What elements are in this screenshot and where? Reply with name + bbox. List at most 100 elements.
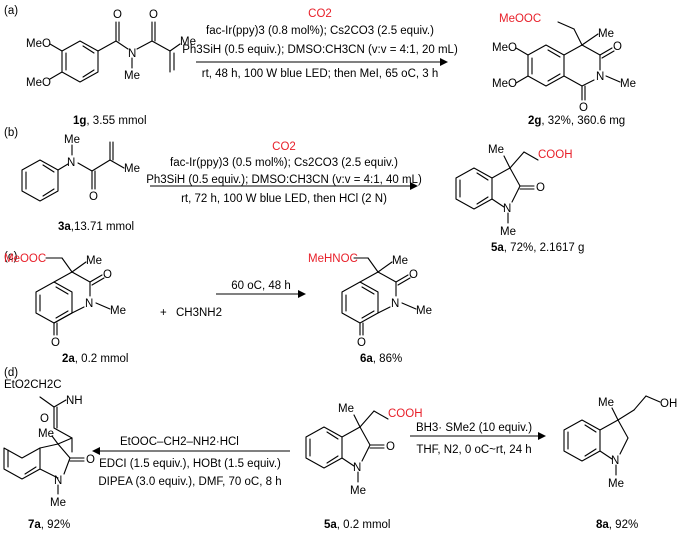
atom-me: Me [338, 403, 354, 415]
panel-c: (c) MeOOC Me O O N Me 2a, 0.2 [4, 251, 432, 365]
atom-o: O [536, 182, 545, 194]
atom-me-n: Me [500, 226, 516, 238]
panel-b: (b) Me N O Me 3a,13.71 mmol CO2 fac-Ir(p… [4, 127, 584, 254]
atom-me-n: Me [64, 134, 80, 146]
atom-oh: OH [660, 398, 677, 410]
atom-me: Me [180, 36, 196, 48]
panel-b-arrowhead [410, 182, 418, 190]
atom-o-2: O [579, 102, 588, 114]
atom-meo-1: MeO [492, 42, 517, 54]
panel-b-co2: CO2 [272, 141, 296, 153]
atom-meo-2: MeO [26, 77, 51, 89]
panel-b-product-caption: 5a, 72%, 2.1617 g [491, 242, 584, 254]
panel-c-product-structure: MeHNOC Me O O N Me [308, 253, 432, 349]
atom-meo-2: MeO [492, 78, 517, 90]
atom-me: Me [598, 28, 614, 40]
panel-b-product-yield: , 72%, 2.1617 g [504, 242, 585, 254]
panel-a-product-yield: , 32%, 360.6 mg [541, 115, 625, 127]
panel-a-reactant-amount: , 3.55 mmol [86, 115, 146, 127]
atom-me-n: Me [124, 70, 140, 82]
atom-me: Me [488, 144, 504, 156]
compound-id-8a: 8a [596, 519, 609, 531]
panel-a-product-caption: 2g, 32%, 360.6 mg [528, 115, 625, 127]
atom-me: Me [38, 428, 54, 440]
panel-a-label: (a) [4, 5, 18, 17]
panel-c-reactant-caption: 2a, 0.2 mmol [62, 353, 128, 365]
atom-me-n: Me [416, 305, 432, 317]
panel-d-left-caption: 7a, 92% [28, 519, 70, 531]
atom-me-n: Me [350, 485, 366, 497]
atom-o: O [89, 191, 98, 203]
atom-cooh: COOH [538, 149, 573, 161]
atom-me: Me [392, 255, 408, 267]
atom-o-2: O [149, 9, 158, 21]
panel-d-right-arrowhead [538, 432, 546, 440]
compound-id-6a: 6a [360, 353, 373, 365]
compound-id-2g: 2g [528, 115, 541, 127]
compound-id-5a: 5a [491, 242, 504, 254]
atom-n: N [503, 203, 511, 215]
panel-a-condition-3: rt, 48 h, 100 W blue LED; then MeI, 65 o… [202, 68, 439, 80]
panel-d-left-condition-2: DIPEA (3.0 equiv.), DMF, 70 oC, 8 h [98, 476, 281, 488]
panel-a-product-structure: MeOOC Me MeO MeO O O N Me [492, 13, 636, 114]
atom-meo-1: MeO [26, 38, 51, 50]
panel-c-product-caption: 6a, 86% [360, 353, 402, 365]
atom-me-n: Me [110, 305, 126, 317]
panel-d-label: (d) [4, 367, 18, 379]
panel-a-condition-1: fac-Ir(ppy)3 (0.8 mol%); Cs2CO3 (2.5 equ… [206, 25, 434, 37]
atom-me-n: Me [50, 497, 66, 509]
compound-id-7a: 7a [28, 519, 41, 531]
panel-d-left-arrowhead [92, 447, 100, 455]
compound-id-3a: 3a [58, 221, 71, 233]
panel-c-condition-1: 60 oC, 48 h [231, 280, 290, 292]
panel-c-arrowhead [298, 290, 306, 298]
panel-d-center-structure: Me COOH O N Me [305, 403, 423, 497]
atom-n: N [54, 475, 62, 487]
atom-o-1: O [113, 9, 122, 21]
atom-o: O [86, 454, 95, 466]
atom-o-2: O [51, 337, 60, 349]
compound-id-1g: 1g [73, 115, 86, 127]
panel-a-co2: CO2 [308, 8, 332, 20]
panel-c-reagent: CH3NH2 [176, 307, 222, 319]
atom-me: Me [598, 397, 614, 409]
panel-d-right-caption: 8a, 92% [596, 519, 638, 531]
atom-n: N [353, 462, 361, 474]
panel-b-condition-2: Ph3SiH (0.5 equiv.); DMSO:CH3CN (v:v = 4… [146, 174, 422, 186]
atom-o: O [386, 441, 395, 453]
atom-o-amide: O [40, 413, 49, 425]
panel-a-reactant-structure: MeO MeO O O N Me Me [26, 9, 196, 89]
atom-cooh: COOH [388, 408, 423, 420]
panel-d-left-reagent: EtOOC–CH2–NH2·HCl [120, 436, 239, 448]
compound-id-5a: 5a [324, 519, 337, 531]
compound-id-2a: 2a [62, 353, 75, 365]
panel-d: (d) EtO2CH2C NH O Me O N [3, 367, 677, 531]
panel-b-reactant-amount: ,13.71 mmol [71, 221, 134, 233]
atom-o-1: O [613, 41, 622, 53]
panel-d-center-caption: 5a, 0.2 mmol [324, 519, 390, 531]
panel-b-reactant-structure: Me N O Me [21, 134, 140, 203]
atom-n: N [128, 48, 136, 60]
panel-c-reactant-structure: MeOOC Me O O N Me [4, 253, 126, 349]
atom-me-n: Me [608, 478, 624, 490]
panel-d-left-product-structure: EtO2CH2C NH O Me O N Me [3, 379, 95, 509]
panel-d-center-amount: , 0.2 mmol [337, 519, 391, 531]
panel-c-plus: + [160, 307, 167, 319]
atom-me: Me [124, 163, 140, 175]
panel-b-condition-1: fac-Ir(ppy)3 (0.5 mol%); Cs2CO3 (2.5 equ… [170, 157, 398, 169]
panel-d-left-yield: , 92% [41, 519, 70, 531]
atom-n: N [611, 455, 619, 467]
panel-b-condition-3: rt, 72 h, 100 W blue LED, then HCl (2 N) [181, 193, 387, 205]
atom-nh: NH [66, 395, 83, 407]
atom-n: N [67, 157, 75, 169]
atom-me: Me [86, 255, 102, 267]
atom-eto2chhc: EtO2CH2C [4, 379, 62, 391]
atom-me-n: Me [620, 78, 636, 90]
atom-o-1: O [103, 269, 112, 281]
panel-d-right-condition-1: BH3· SMe2 (10 equiv.) [416, 422, 532, 434]
panel-b-product-structure: Me COOH O N Me [455, 144, 573, 238]
atom-meooc: MeOOC [499, 13, 541, 25]
panel-c-product-yield: , 86% [373, 353, 402, 365]
atom-n: N [391, 298, 399, 310]
